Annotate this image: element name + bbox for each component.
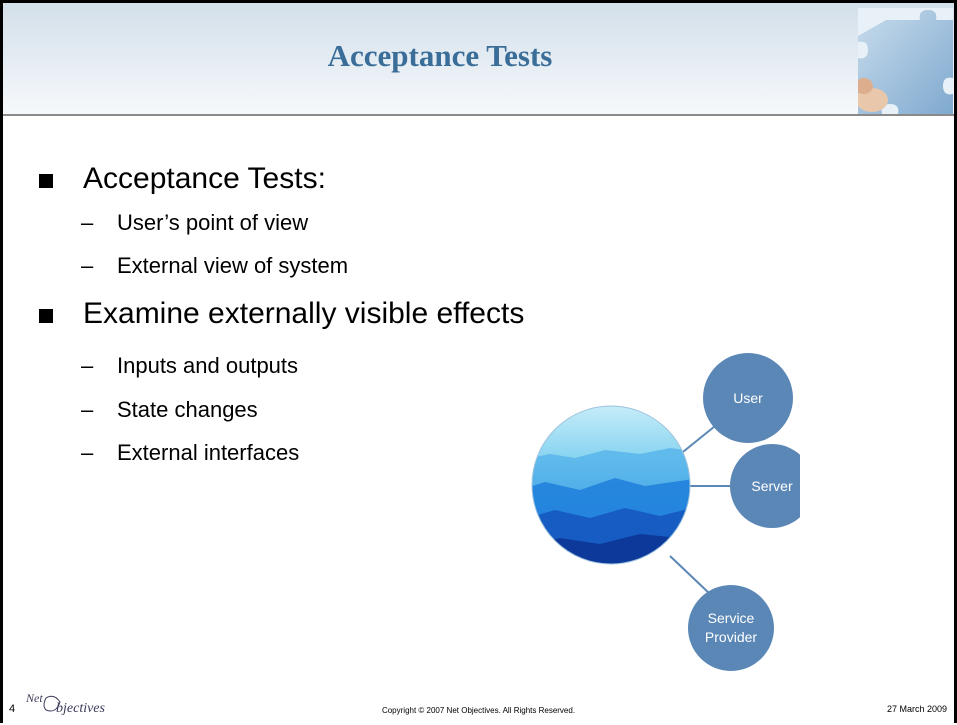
bullet-acceptance-tests: Acceptance Tests: — [39, 162, 326, 196]
node-service-provider-label-2: Provider — [705, 629, 757, 645]
dash-bullet: – — [81, 353, 94, 378]
slide-border-right — [954, 0, 957, 723]
subitem-text: External view of system — [117, 253, 349, 278]
node-service-provider-label-1: Service — [708, 610, 755, 626]
subitem-text: State changes — [117, 397, 258, 422]
puzzle-hand-image — [858, 8, 953, 114]
subitem-text: User’s point of view — [117, 210, 309, 235]
node-service-provider: Service Provider — [688, 585, 774, 671]
subitem-text: External interfaces — [117, 440, 300, 465]
slide-border-left — [0, 0, 3, 723]
svg-text:bjectives: bjectives — [56, 701, 106, 716]
svg-text:Net: Net — [25, 691, 43, 705]
subitem-text: Inputs and outputs — [117, 353, 299, 378]
header-divider — [3, 114, 954, 116]
dash-bullet: – — [81, 440, 94, 465]
slide-title: Acceptance Tests — [327, 38, 553, 73]
node-user-label: User — [733, 390, 763, 406]
subitem-users-point-of-view: – User’s point of view — [81, 210, 309, 236]
node-user: User — [703, 353, 793, 443]
subitem-inputs-outputs: – Inputs and outputs — [81, 353, 299, 379]
connector-service-provider — [669, 555, 711, 595]
dash-bullet: – — [81, 253, 94, 278]
bullet-text: Examine externally visible effects — [83, 297, 525, 330]
net-objectives-logo: Net bjectives — [24, 690, 134, 725]
bullet-examine-effects: Examine externally visible effects — [39, 297, 525, 331]
slide-date: 27 March 2009 — [886, 704, 947, 714]
bullet-text: Acceptance Tests: — [83, 162, 326, 195]
copyright-notice: Copyright © 2007 Net Objectives. All Rig… — [381, 706, 576, 715]
node-server-label: Server — [751, 478, 793, 494]
header-band — [3, 3, 954, 115]
dash-bullet: – — [81, 397, 94, 422]
square-bullet-icon — [39, 174, 53, 188]
slide-number: 4 — [9, 703, 16, 715]
system-diagram: User Server Service Provider — [520, 350, 814, 694]
node-server: Server — [730, 444, 814, 528]
slide-border-top — [0, 0, 957, 3]
subitem-external-interfaces: – External interfaces — [81, 440, 300, 466]
dash-bullet: – — [81, 210, 94, 235]
subitem-state-changes: – State changes — [81, 397, 258, 423]
subitem-external-view: – External view of system — [81, 253, 349, 279]
square-bullet-icon — [39, 309, 53, 323]
